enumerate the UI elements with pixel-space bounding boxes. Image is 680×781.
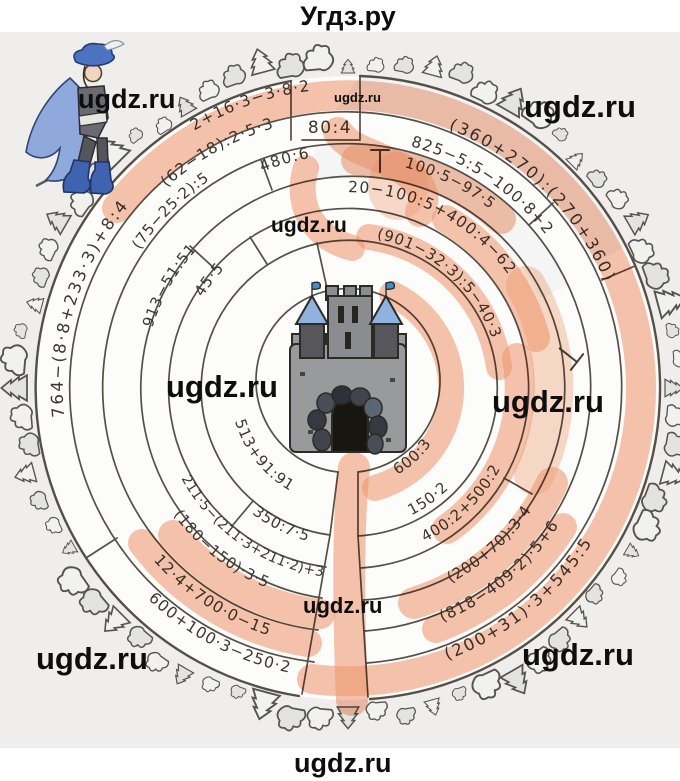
watermark: ugdz.ru — [36, 641, 148, 676]
watermark: ugdz.ru — [522, 637, 634, 672]
watermarks: ugdz.ru ugdz.ru ugdz.ru ugdz.ru ugdz.ru … — [36, 84, 636, 778]
tree-icon — [664, 403, 680, 428]
watermark: ugdz.ru — [271, 214, 347, 237]
watermark: ugdz.ru — [524, 89, 636, 124]
watermark-bottom: ugdz.ru — [294, 748, 391, 778]
watermark: ugdz.ru — [78, 84, 175, 114]
watermark: ugdz.ru — [303, 593, 382, 618]
watermark: ugdz.ru — [334, 90, 381, 105]
musketeer-illustration — [25, 39, 125, 195]
castle-illustration — [289, 281, 407, 455]
watermark: ugdz.ru — [166, 369, 278, 404]
watermark: ugdz.ru — [492, 384, 604, 419]
highlighted-route — [102, 80, 657, 716]
page-title: Угдз.ру — [300, 1, 396, 31]
